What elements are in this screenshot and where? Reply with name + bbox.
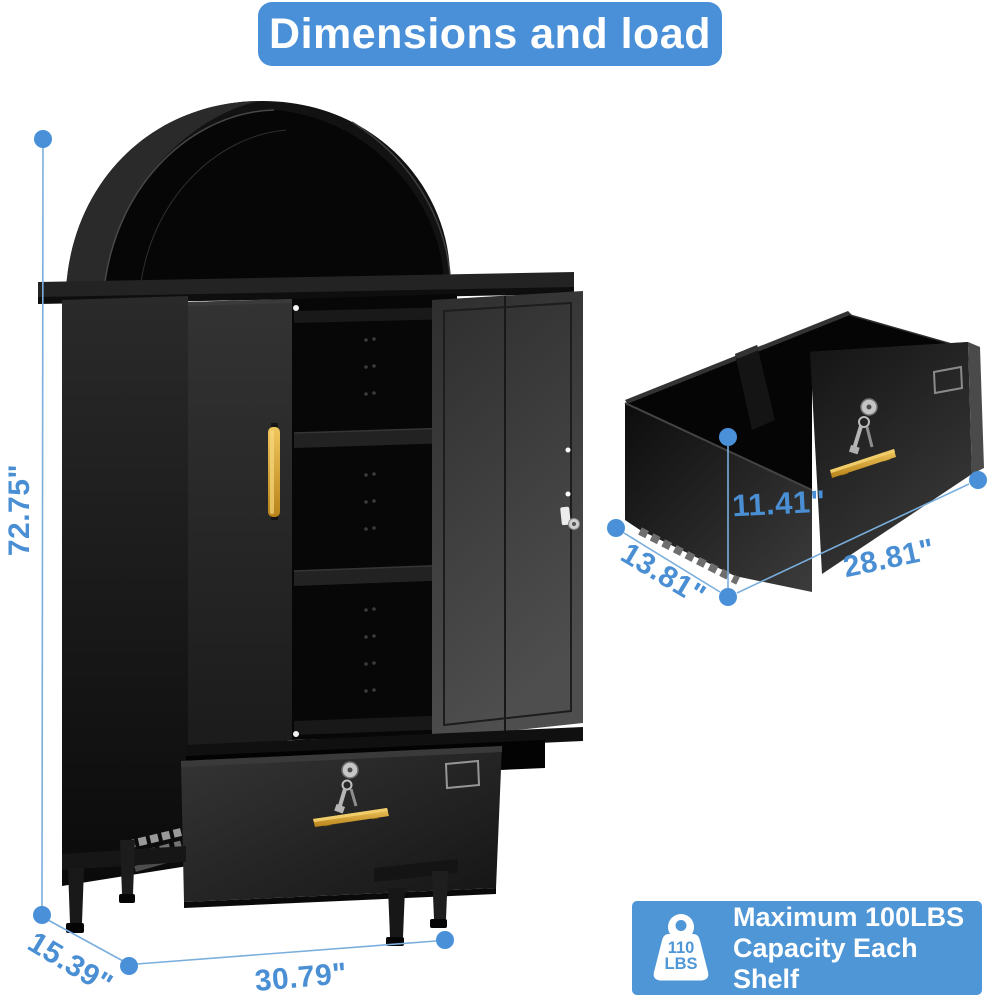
drawer-right-wall-edge xyxy=(849,314,963,348)
hinge-screw-bottom xyxy=(293,731,299,737)
weight-icon-shape xyxy=(653,914,709,981)
drawer-height-dimension: 11.41" xyxy=(731,483,827,524)
cabinet-side-panel xyxy=(62,296,188,886)
dome-inner-line xyxy=(139,129,287,291)
drawer-near-wall xyxy=(625,403,812,592)
dome-rim-line xyxy=(103,109,275,291)
drawer-detail-gold-handle xyxy=(830,449,896,478)
drawer-divider xyxy=(735,345,775,430)
dome-inner xyxy=(104,110,444,290)
cabinet-interior xyxy=(292,294,457,740)
cabinet-right-door-open xyxy=(432,291,583,739)
cabinet-width-line xyxy=(136,940,437,965)
drawer-detail-lock-icon xyxy=(848,398,878,455)
hinge-screw-top xyxy=(293,305,299,311)
cabinet-dimension-lines xyxy=(41,147,437,965)
capacity-badge: 110 LBS Maximum 100LBS Capacity Each She… xyxy=(632,901,982,995)
interior-top-board xyxy=(294,307,455,323)
shelf-adjustment-holes xyxy=(364,337,376,693)
door-hole-top xyxy=(565,447,571,453)
cabinet-dome xyxy=(66,101,451,291)
drawer-depth-line xyxy=(623,532,721,593)
shelf-edge-1 xyxy=(293,427,456,434)
cabinet-left-door xyxy=(188,299,292,749)
drawer-label-holder xyxy=(444,759,481,790)
weight-icon: 110 LBS xyxy=(645,914,717,982)
dome-highlight xyxy=(351,121,451,275)
shelf-edge-2 xyxy=(293,564,456,572)
interior-bottom-board xyxy=(294,715,455,735)
left-door-top-edge xyxy=(188,299,292,306)
weight-value: 110 xyxy=(667,939,695,957)
cabinet-cornice xyxy=(38,272,574,301)
cabinet-height-line xyxy=(41,147,44,907)
left-door-gold-handle xyxy=(268,423,280,520)
cabinet-dimension-dots xyxy=(33,130,454,975)
page-title: Dimensions and load xyxy=(269,9,711,58)
weight-icon-text: 110 LBS xyxy=(645,939,717,973)
drawer-slide-teeth xyxy=(638,527,740,585)
drawer-dimension-dots xyxy=(607,428,987,606)
drawer-dimension-lines xyxy=(623,446,970,594)
capacity-line-1: Maximum 100LBS xyxy=(733,901,965,932)
drawer-panel-side xyxy=(968,342,984,474)
title-banner: Dimensions and load xyxy=(258,2,722,66)
drawer-lock-icon xyxy=(334,761,359,814)
drawer-gold-handle xyxy=(313,808,389,827)
cabinet-legs xyxy=(66,840,448,946)
drawer-detail-label-holder xyxy=(932,365,964,395)
shelf-front-1 xyxy=(294,428,455,448)
drawer-illustration xyxy=(624,311,984,592)
capacity-badge-text: Maximum 100LBS Capacity Each Shelf xyxy=(733,902,982,995)
dome-front-rim xyxy=(66,101,262,290)
cabinet-illustration xyxy=(38,101,583,946)
cabinet-depth-line xyxy=(47,919,124,962)
drawer-interior xyxy=(627,315,962,490)
door-hole-bottom xyxy=(565,491,571,497)
cabinet-drawer-open xyxy=(181,746,502,908)
drawer-near-wall-edge xyxy=(624,402,813,491)
cabinet-bottom-rail xyxy=(186,727,583,759)
base-rail-right xyxy=(374,859,458,882)
weight-unit: LBS xyxy=(664,954,698,973)
door-latch xyxy=(560,506,580,530)
cabinet-height-dimension: 72.75" xyxy=(3,463,36,557)
capacity-line-2: Capacity Each Shelf xyxy=(733,932,918,994)
drawer-width-line xyxy=(736,483,970,594)
